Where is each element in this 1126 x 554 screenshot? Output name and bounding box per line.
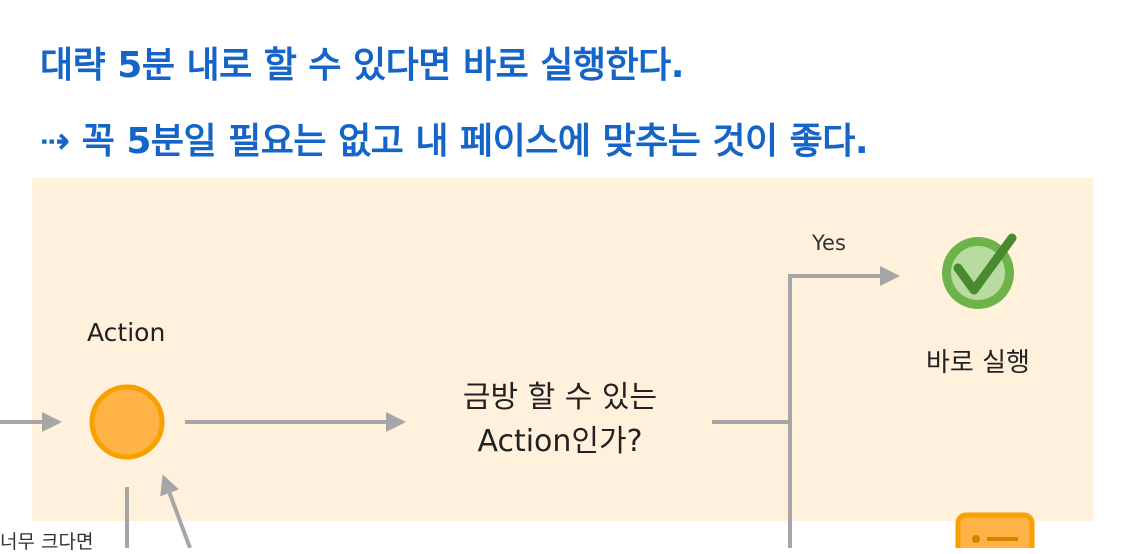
heading-line-1: 대략 5분 내로 할 수 있다면 바로 실행한다. — [40, 45, 684, 86]
action-label: Action — [87, 318, 166, 347]
document-icon — [955, 512, 1035, 548]
heading-line-2: ⇢ 꼭 5분일 필요는 없고 내 페이스에 맞추는 것이 좋다. — [40, 121, 869, 162]
run-immediately-label: 바로 실행 — [926, 348, 1030, 378]
question-label: 금방 할 수 있는 Action인가? — [462, 380, 658, 459]
return-arrow — [160, 474, 192, 548]
flow-panel — [32, 178, 1093, 521]
too-large-label: 너무 크다면 — [0, 531, 94, 553]
green-check-icon — [942, 233, 1017, 309]
yes-label: Yes — [812, 231, 846, 255]
action-node — [89, 384, 165, 460]
